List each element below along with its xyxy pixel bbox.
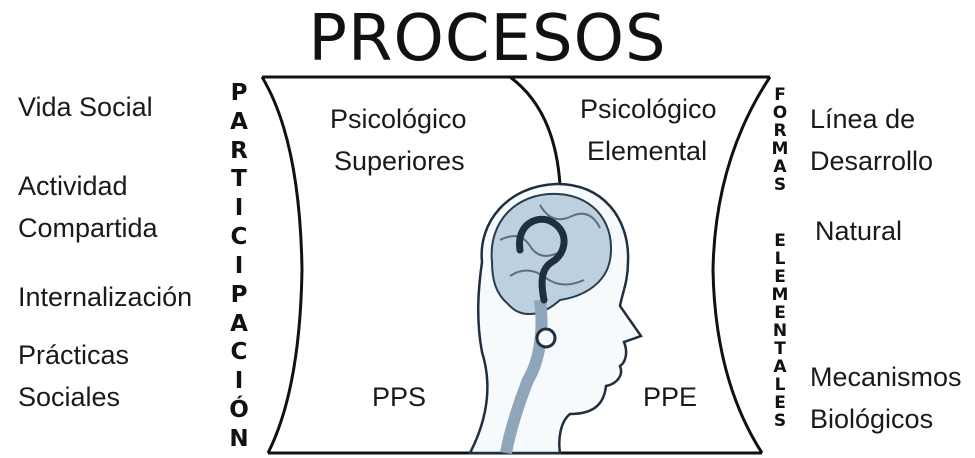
brain-shape — [490, 192, 612, 316]
label-linea-de: Línea de — [810, 104, 916, 134]
label-ppe: PPE — [643, 382, 698, 412]
elementales-letter: T — [774, 339, 786, 359]
label-practicas: Prácticas — [18, 340, 130, 370]
formas-letter: S — [773, 175, 787, 195]
label-compartida: Compartida — [18, 213, 158, 243]
head-brain-question-icon — [467, 182, 643, 455]
label-psicologico-elemental-2: Elemental — [587, 136, 708, 166]
elementales-letter: E — [774, 303, 786, 323]
right-bracket — [711, 76, 772, 454]
label-vida-social: Vida Social — [18, 92, 153, 122]
participacion-letter: Ó — [229, 397, 249, 424]
participacion-letter: P — [230, 80, 248, 106]
participacion-letter: I — [234, 368, 244, 395]
label-internalizacion: Internalización — [18, 282, 193, 312]
elementales-letter: E — [774, 231, 786, 251]
formas-letter: M — [771, 139, 789, 159]
elementales-letter: A — [773, 357, 787, 377]
formas-letter: A — [773, 157, 787, 177]
participacion-letter: A — [230, 310, 248, 337]
label-psicologico-elemental-1: Psicológico — [580, 94, 717, 124]
participacion-letter: N — [229, 425, 249, 452]
participacion-letter: P — [230, 281, 248, 308]
elementales-letter: L — [774, 249, 786, 269]
elementales-letter: E — [774, 267, 786, 287]
elementales-letter: S — [773, 411, 787, 431]
participacion-letter: A — [230, 108, 248, 135]
label-natural: Natural — [815, 216, 903, 246]
left-bracket — [260, 76, 304, 454]
participacion-letter: C — [230, 224, 248, 251]
elementales-letter: E — [774, 393, 786, 413]
label-sociales: Sociales — [18, 382, 121, 412]
question-dot — [535, 327, 557, 349]
middle-divider — [509, 75, 562, 186]
elementales-letter: N — [772, 321, 788, 341]
participacion-letter: I — [234, 195, 244, 222]
participacion-letter: I — [234, 252, 244, 279]
participacion-letter: C — [230, 339, 248, 366]
label-desarrollo: Desarrollo — [810, 146, 934, 176]
label-pps: PPS — [372, 382, 427, 412]
formas-letter: R — [773, 121, 787, 141]
label-psicologico-superiores-2: Superiores — [334, 146, 465, 176]
label-mecanismos: Mecanismos — [810, 362, 962, 392]
label-biologicos: Biológicos — [810, 404, 934, 434]
brain-stem — [500, 299, 548, 455]
label-actividad: Actividad — [18, 171, 128, 201]
participacion-letter: T — [231, 166, 247, 193]
elementales-letter: L — [774, 375, 786, 395]
formas-letter: O — [772, 103, 788, 123]
formas-letter: F — [774, 85, 786, 105]
label-psicologico-superiores-1: Psicológico — [330, 104, 467, 134]
diagram-title: PROCESOS — [308, 2, 667, 76]
elementales-letter: M — [771, 285, 789, 305]
question-mark — [516, 215, 568, 304]
participacion-letter: R — [230, 137, 248, 164]
